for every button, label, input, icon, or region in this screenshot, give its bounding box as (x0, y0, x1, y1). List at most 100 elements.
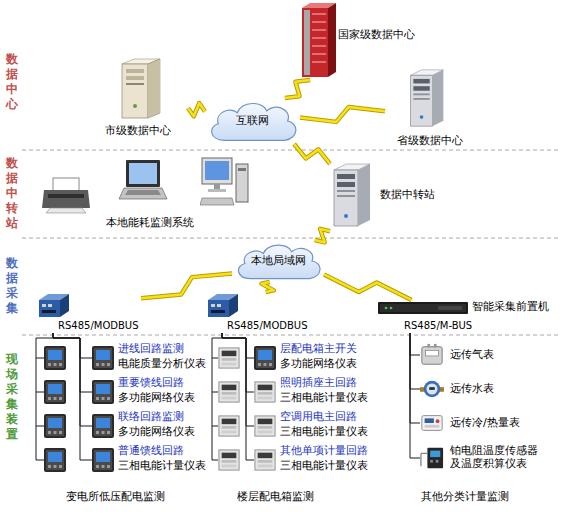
meter-node: 其他单项计量回路三相电能计量仪表 (254, 444, 376, 476)
node-label: 其他单项计量回路 (280, 444, 376, 457)
layer-label: 数据中心 (6, 52, 20, 112)
layer-label: 数据中转站 (6, 156, 20, 231)
node-sublabel: RS485/M-BUS (404, 320, 484, 332)
field-bus-wire (36, 338, 222, 460)
bus-line (53, 333, 92, 392)
tower-icon (298, 2, 338, 78)
node-label: 空调用电主回路 (280, 410, 376, 423)
gray-icon (330, 162, 374, 228)
mf-icon (254, 346, 276, 370)
data-center-node: 省级数据中心 (385, 66, 475, 150)
node-label: 省级数据中心 (385, 134, 475, 147)
meter-node: 空调用电主回路三相电能计量仪表 (254, 410, 376, 442)
din-icon (254, 380, 276, 404)
gateway-node: RS485/MODBUS (205, 292, 310, 333)
node-sublabel: 三相电能计量仪表 (280, 425, 376, 438)
meter-node: 照明插座主回路三相电能计量仪表 (254, 376, 376, 408)
gas-icon (420, 343, 444, 367)
gateway-icon (36, 292, 70, 318)
node-sublabel: 电能质量分析仪表 (118, 357, 213, 370)
bus-line (410, 333, 420, 458)
section-caption: 变电所低压配电监测 (30, 490, 200, 504)
node-sublabel: 多功能网络仪表 (118, 391, 213, 404)
bus-line (53, 333, 92, 426)
bus-line (410, 333, 420, 355)
node-label: 数据中转站 (380, 188, 450, 201)
data-center-node: 国家级数据中心 (290, 2, 440, 80)
node-sublabel: 多功能网络仪表 (118, 425, 213, 438)
node-label: 层配电箱主开关 (280, 342, 376, 355)
section-caption: 其他分类计量监测 (385, 490, 545, 504)
node-sublabel: 多功能网络仪表 (280, 357, 376, 370)
node-label: 本地局域网 (232, 254, 324, 267)
node-label: 市级数据中心 (88, 124, 188, 137)
node-sublabel: 三相电能计量仪表 (280, 459, 376, 472)
node-label: RS485/MODBUS (227, 320, 310, 332)
meter-node: 进线回路监测电能质量分析仪表 (92, 342, 207, 374)
lightning-link (261, 282, 273, 292)
node-label: 远传冷/热量表 (450, 416, 558, 429)
gateway-icon (205, 292, 239, 318)
remote-meter-node: 远传气表 (420, 340, 560, 370)
lightning-link (294, 144, 330, 164)
node-label: 国家级数据中心 (338, 28, 438, 41)
lightning-link (285, 80, 310, 98)
relay-server-node: 数据中转站 (330, 162, 450, 232)
front-end-node: 智能采集前置机 RS485/M-BUS (378, 300, 558, 333)
node-label: 联络回路监测 (118, 410, 213, 423)
section-caption: 楼层配电箱监测 (195, 490, 355, 504)
layer-separator (22, 150, 560, 335)
bus-line (410, 333, 420, 389)
heat-icon (420, 411, 444, 435)
laptop-icon (118, 158, 168, 202)
meter-node: 联络回路监测多功能网络仪表 (92, 410, 207, 442)
layer-label: 数据采集 (6, 256, 20, 316)
sensor-node: 铂电阻温度传感器 及温度积算仪表 (420, 442, 560, 474)
bus-line (410, 333, 420, 423)
lightning-link (315, 229, 330, 243)
meter-node: 重要馈线回路多功能网络仪表 (92, 376, 207, 408)
remote-meter-node: 远传冷/热量表 (420, 408, 560, 438)
monitoring-system-node: 本地能耗监测系统 (40, 152, 255, 234)
data-center-node: 市级数据中心 (88, 56, 188, 140)
node-label: 照明插座主回路 (280, 376, 376, 389)
node-label: 普通馈线回路 (118, 444, 213, 457)
node-label: 互联网 (205, 114, 300, 127)
node-label: 进线回路监测 (118, 342, 213, 355)
din-icon (254, 448, 276, 472)
node-label: 远传气表 (450, 348, 558, 361)
water-icon (420, 377, 444, 401)
server-icon (116, 56, 164, 120)
node-label: 铂电阻温度传感器 及温度积算仪表 (450, 444, 545, 469)
lightning-link (141, 274, 232, 299)
bus-line (222, 333, 254, 358)
bus-line (222, 333, 254, 426)
mf-icon (92, 346, 114, 370)
network-cloud: 本地局域网 (232, 240, 324, 282)
node-label: 远传水表 (450, 382, 558, 395)
node-label: 智能采集前置机 (472, 300, 558, 313)
meter-node: 普通馈线回路三相电能计量仪表 (92, 444, 207, 476)
mf-icon (92, 380, 114, 404)
node-sublabel: 三相电能计量仪表 (118, 459, 213, 472)
lightning-link (324, 274, 412, 300)
lightning-link (300, 107, 385, 122)
mf-icon (92, 448, 114, 472)
gray-icon (407, 66, 447, 130)
pc-icon (200, 156, 250, 208)
bus-line (53, 333, 92, 460)
layer-label: 现场采集装置 (6, 352, 20, 442)
bus-line (53, 333, 92, 358)
node-label: 本地能耗监测系统 (90, 216, 210, 229)
bus-line (222, 333, 254, 392)
din-icon (254, 414, 276, 438)
remote-meter-node: 远传水表 (420, 374, 560, 404)
meter-node: 层配电箱主开关多功能网络仪表 (254, 342, 376, 374)
node-sublabel: 三相电能计量仪表 (280, 391, 376, 404)
printer-icon (40, 176, 92, 214)
rack-icon (378, 302, 468, 314)
meter-symbol (44, 346, 239, 472)
network-cloud: 互联网 (205, 98, 300, 144)
bus-line (222, 333, 254, 460)
